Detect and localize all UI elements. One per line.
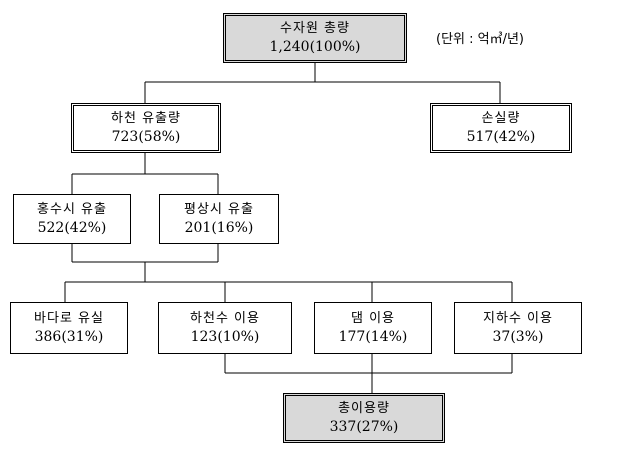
node-value: 1,240(100%) [269, 39, 361, 55]
unit-note: (단위 : 억㎥/년) [436, 32, 525, 47]
node-groundwater-use: 지하수 이용 37(3%) [454, 302, 582, 354]
node-label: 홍수시 유출 [37, 202, 107, 217]
node-value: 517(42%) [466, 129, 536, 145]
node-label: 하천 유출량 [111, 111, 181, 126]
node-total-use: 총이용량 337(27%) [283, 393, 445, 443]
node-label: 하천수 이용 [190, 311, 260, 326]
node-value: 522(42%) [37, 220, 107, 236]
node-value: 37(3%) [492, 329, 544, 345]
node-label: 바다로 유실 [34, 311, 104, 326]
node-value: 723(58%) [111, 129, 181, 145]
node-value: 177(14%) [338, 329, 408, 345]
node-label: 수자원 총량 [280, 21, 350, 36]
node-total-water-resources: 수자원 총량 1,240(100%) [223, 13, 407, 63]
node-normal-outflow: 평상시 유출 201(16%) [159, 194, 279, 244]
node-sea-loss: 바다로 유실 386(31%) [10, 302, 128, 354]
node-river-outflow: 하천 유출량 723(58%) [71, 103, 221, 153]
node-value: 201(16%) [184, 220, 254, 236]
node-value: 337(27%) [329, 419, 399, 435]
node-label: 댐 이용 [350, 311, 395, 326]
node-label: 지하수 이용 [483, 311, 553, 326]
node-label: 손실량 [481, 111, 521, 126]
node-label: 총이용량 [338, 401, 390, 416]
node-river-water-use: 하천수 이용 123(10%) [158, 302, 292, 354]
node-value: 123(10%) [190, 329, 260, 345]
node-value: 386(31%) [34, 329, 104, 345]
node-flood-outflow: 홍수시 유출 522(42%) [13, 194, 131, 244]
node-loss: 손실량 517(42%) [430, 103, 572, 153]
node-label: 평상시 유출 [184, 202, 254, 217]
node-dam-use: 댐 이용 177(14%) [314, 302, 432, 354]
